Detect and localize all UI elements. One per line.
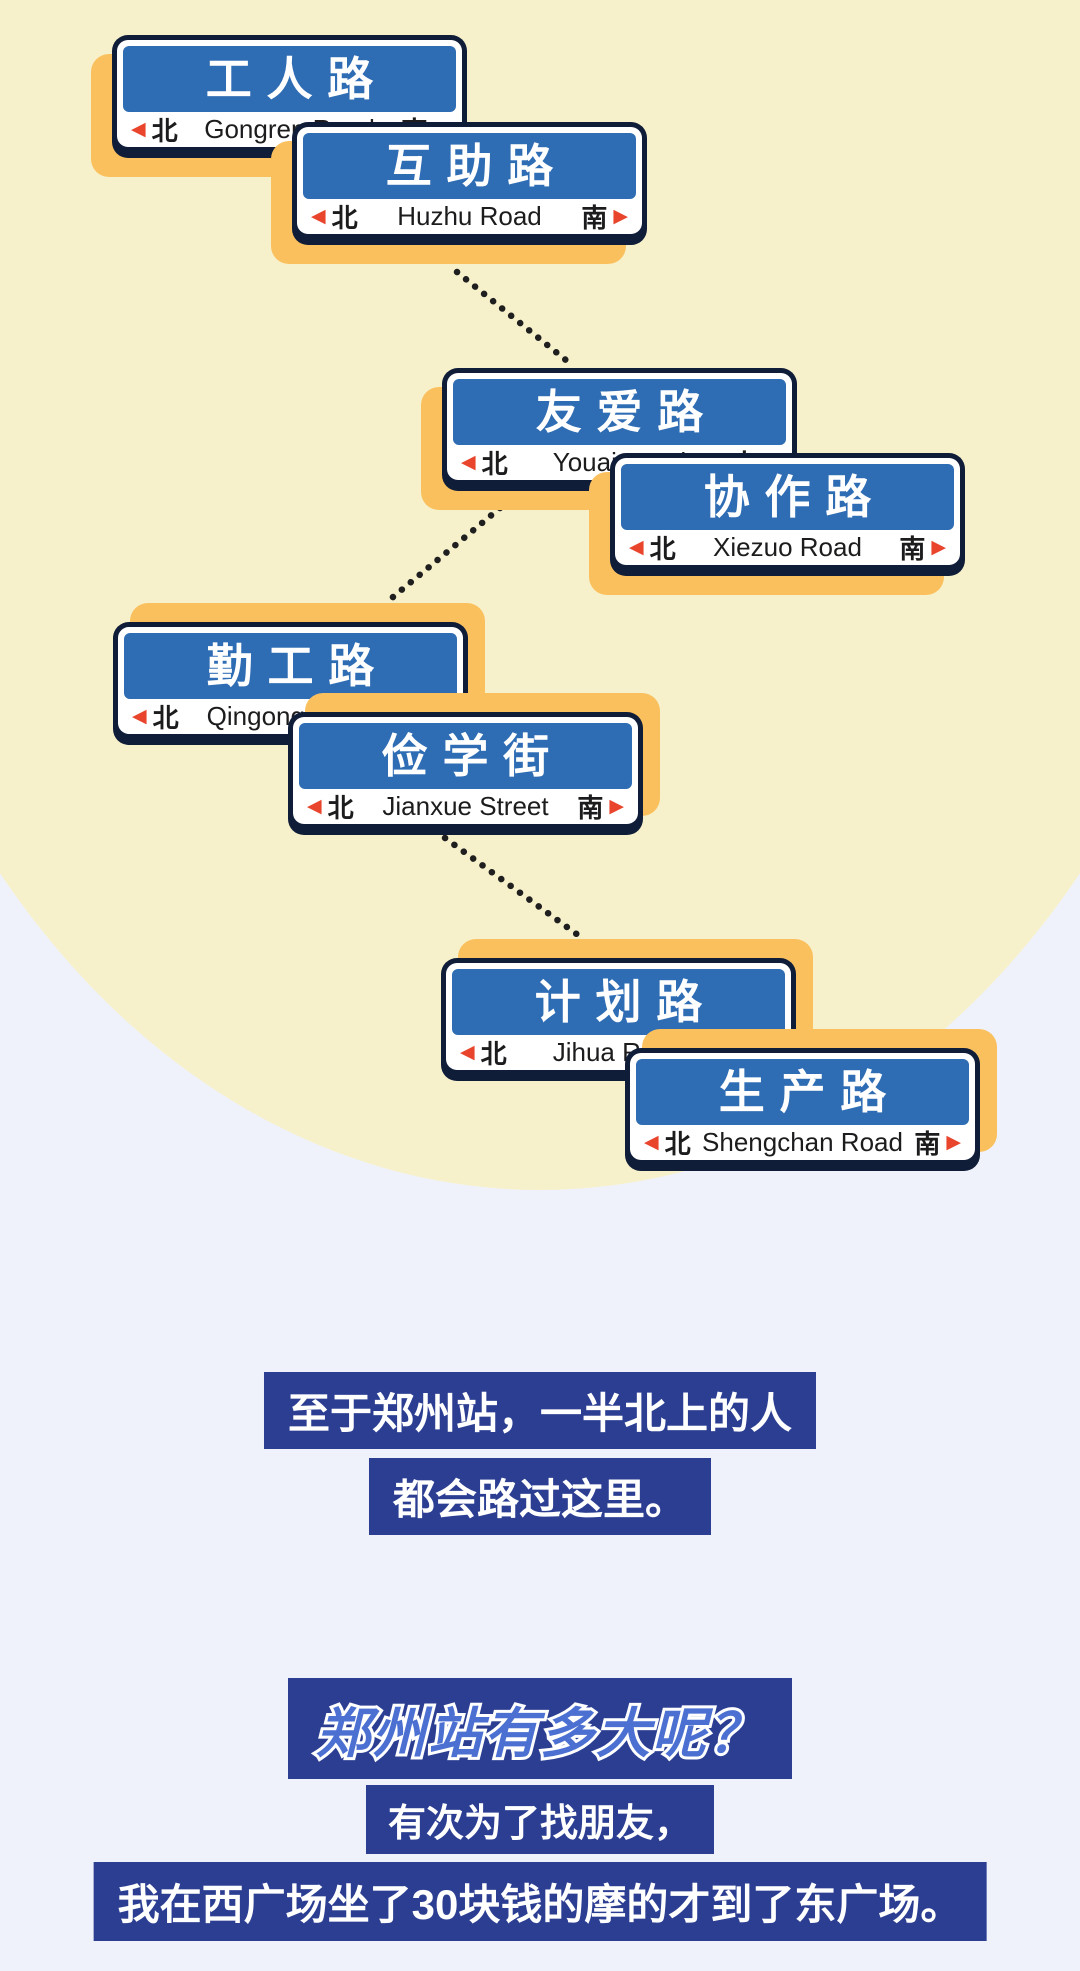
north-text: 北 (327, 793, 354, 823)
narrative-line-4: 我在西广场坐了30块钱的摩的才到了东广场。 (93, 1862, 987, 1941)
north-label: ◀北 (644, 1124, 691, 1161)
sign-strip: Jianxue Street ◀北 南▶ (299, 789, 632, 824)
sign-board: 协作路 Xiezuo Road ◀北 南▶ (610, 453, 965, 576)
north-text: 北 (481, 449, 508, 479)
narrative-line-2: 都会路过这里。 (368, 1458, 712, 1535)
north-text: 北 (331, 203, 358, 233)
north-label: ◀北 (460, 1034, 507, 1071)
road-name-cn: 计划路 (452, 969, 785, 1035)
north-label: ◀北 (307, 788, 354, 825)
south-text: 南 (581, 203, 608, 233)
road-name-cn: 协作路 (621, 464, 954, 530)
sign-board: 生产路 Shengchan Road ◀北 南▶ (625, 1048, 980, 1171)
south-label: 南▶ (899, 529, 946, 566)
south-text: 南 (899, 534, 926, 564)
left-arrow-icon: ◀ (132, 706, 147, 727)
road-name-cn: 互助路 (303, 133, 636, 199)
right-arrow-icon: ▶ (613, 206, 628, 227)
left-arrow-icon: ◀ (311, 206, 326, 227)
road-name-cn: 俭学街 (299, 723, 632, 789)
road-sign-xiezuo: 协作路 Xiezuo Road ◀北 南▶ (589, 453, 965, 595)
road-sign-huzhu: 互助路 Huzhu Road ◀北 南▶ (271, 122, 647, 264)
road-name-cn: 生产路 (636, 1059, 969, 1125)
north-text: 北 (664, 1129, 691, 1159)
right-arrow-icon: ▶ (609, 796, 624, 817)
right-arrow-icon: ▶ (931, 537, 946, 558)
north-text: 北 (649, 534, 676, 564)
sign-board: 俭学街 Jianxue Street ◀北 南▶ (288, 712, 643, 835)
south-text: 南 (577, 793, 604, 823)
south-label: 南▶ (577, 788, 624, 825)
north-text: 北 (152, 703, 179, 733)
narrative-line-3: 有次为了找朋友， (365, 1785, 715, 1854)
south-label: 南▶ (914, 1124, 961, 1161)
road-name-cn: 工人路 (123, 46, 456, 112)
left-arrow-icon: ◀ (307, 796, 322, 817)
north-label: ◀北 (311, 198, 358, 235)
sign-inner: 俭学街 Jianxue Street ◀北 南▶ (293, 717, 638, 824)
north-label: ◀北 (461, 444, 508, 481)
sign-inner: 互助路 Huzhu Road ◀北 南▶ (297, 127, 642, 234)
sign-board: 互助路 Huzhu Road ◀北 南▶ (292, 122, 647, 245)
sign-inner: 生产路 Shengchan Road ◀北 南▶ (630, 1053, 975, 1160)
right-arrow-icon: ▶ (946, 1132, 961, 1153)
north-label: ◀北 (131, 111, 178, 148)
road-name-en: Jianxue Street (382, 791, 549, 821)
south-label: 南▶ (581, 198, 628, 235)
sign-strip: Shengchan Road ◀北 南▶ (636, 1125, 969, 1160)
north-label: ◀北 (132, 698, 179, 735)
north-label: ◀北 (629, 529, 676, 566)
north-text: 北 (151, 116, 178, 146)
sign-strip: Xiezuo Road ◀北 南▶ (621, 530, 954, 565)
sign-strip: Huzhu Road ◀北 南▶ (303, 199, 636, 234)
road-name-cn: 友爱路 (453, 379, 786, 445)
section-title: 郑州站有多大呢？ (288, 1678, 792, 1779)
sign-inner: 协作路 Xiezuo Road ◀北 南▶ (615, 458, 960, 565)
south-text: 南 (914, 1129, 941, 1159)
road-name-en: Xiezuo Road (713, 532, 862, 562)
left-arrow-icon: ◀ (131, 119, 146, 140)
left-arrow-icon: ◀ (461, 452, 476, 473)
road-name-cn: 勤工路 (124, 633, 457, 699)
road-name-en: Huzhu Road (397, 201, 542, 231)
left-arrow-icon: ◀ (460, 1042, 475, 1063)
road-sign-jianxue: 俭学街 Jianxue Street ◀北 南▶ (288, 693, 660, 835)
north-text: 北 (480, 1039, 507, 1069)
left-arrow-icon: ◀ (644, 1132, 659, 1153)
left-arrow-icon: ◀ (629, 537, 644, 558)
road-sign-shengchan: 生产路 Shengchan Road ◀北 南▶ (625, 1029, 997, 1171)
narrative-line-1: 至于郑州站，一半北上的人 (263, 1372, 817, 1449)
road-name-en: Shengchan Road (702, 1127, 903, 1157)
